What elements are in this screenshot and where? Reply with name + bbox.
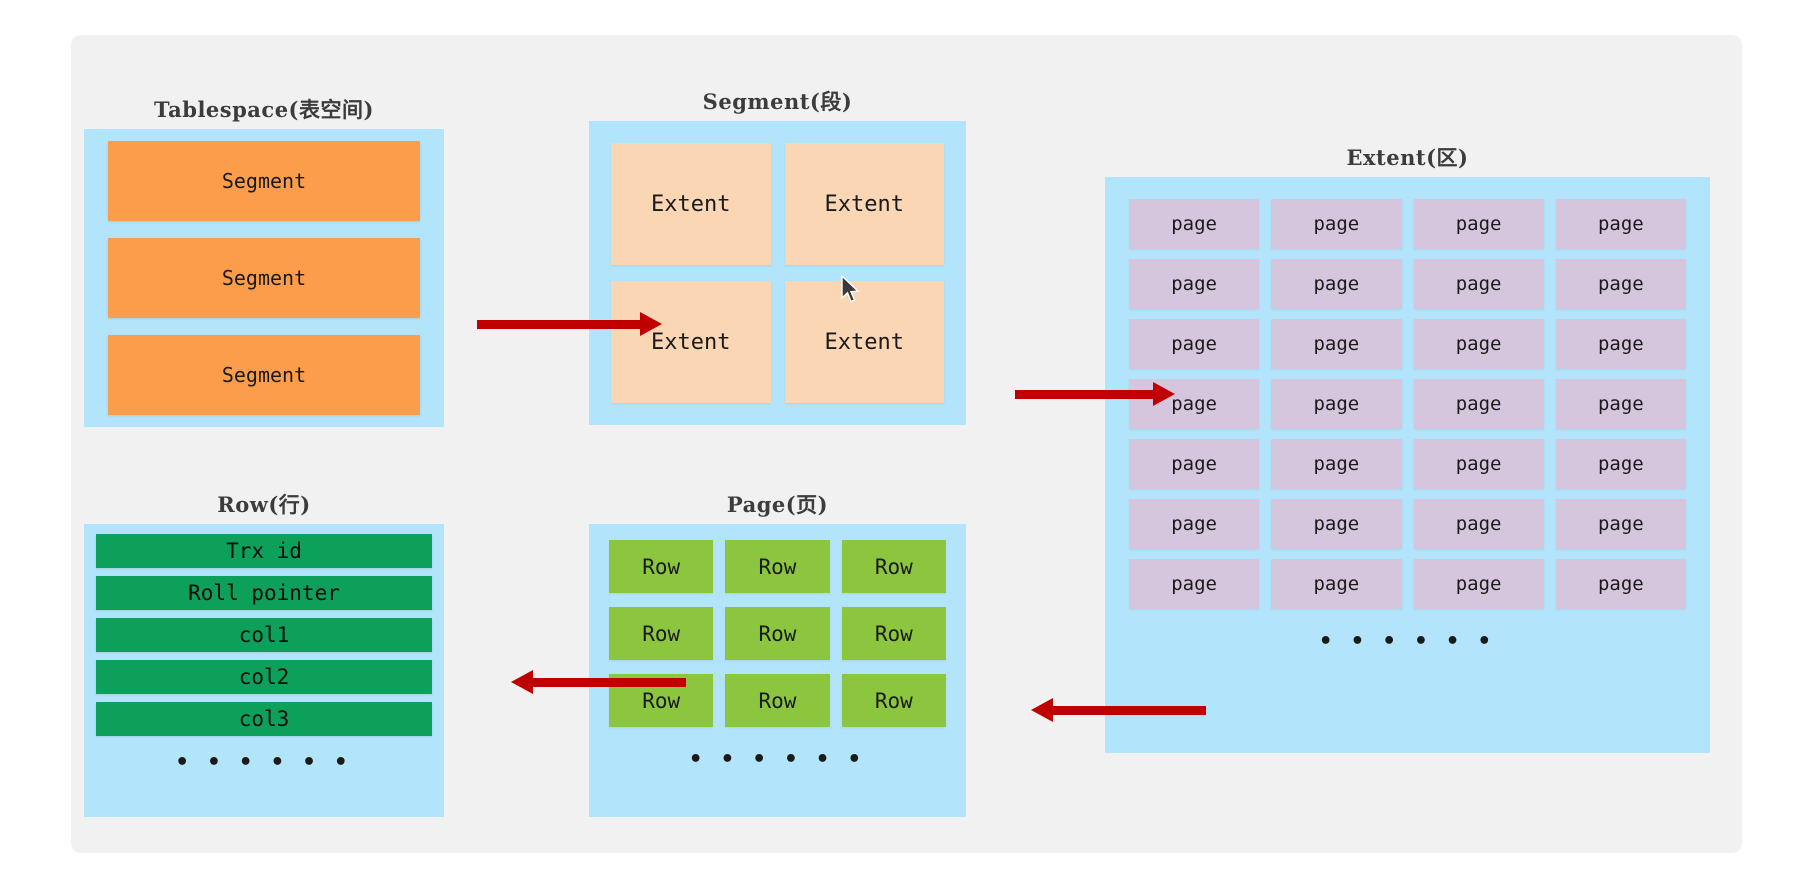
- page-cell[interactable]: page: [1129, 559, 1260, 609]
- page-cell[interactable]: page: [1413, 499, 1544, 549]
- page-cell[interactable]: page: [1129, 199, 1260, 249]
- row-field-cell[interactable]: Roll pointer: [96, 576, 432, 610]
- page-cell[interactable]: page: [1271, 259, 1402, 309]
- tablespace-box: Segment Segment Segment: [84, 129, 444, 427]
- page-cell[interactable]: page: [1413, 439, 1544, 489]
- row-field-cell[interactable]: col2: [96, 660, 432, 694]
- segment-box: Extent Extent Extent Extent: [589, 121, 966, 425]
- page-cell[interactable]: page: [1413, 319, 1544, 369]
- page-cell[interactable]: page: [1413, 199, 1544, 249]
- segment-panel-group: Segment(段) Extent Extent Extent Extent: [589, 89, 966, 425]
- row-cell[interactable]: Row: [725, 674, 830, 727]
- page-cell[interactable]: page: [1555, 259, 1686, 309]
- arrow-segment-to-extent: [1015, 382, 1175, 406]
- row-cell[interactable]: Row: [609, 607, 714, 660]
- page-cell[interactable]: page: [1129, 499, 1260, 549]
- page-cell[interactable]: page: [1271, 379, 1402, 429]
- arrow-head: [1153, 382, 1175, 406]
- row-cell[interactable]: Row: [841, 540, 946, 593]
- row-cell[interactable]: Row: [841, 607, 946, 660]
- page-cell[interactable]: page: [1271, 499, 1402, 549]
- extent-cell[interactable]: Extent: [784, 143, 944, 265]
- row-cell[interactable]: Row: [725, 540, 830, 593]
- segment-cell[interactable]: Segment: [108, 335, 420, 415]
- arrow-head: [640, 312, 662, 336]
- arrow-extent-to-page: [1031, 698, 1206, 722]
- page-cell[interactable]: page: [1129, 319, 1260, 369]
- row-panel-group: Row(行) Trx id Roll pointer col1 col2 col3 • …: [84, 492, 444, 817]
- page-ellipsis: • • • • • •: [688, 747, 867, 772]
- page-cell[interactable]: page: [1555, 199, 1686, 249]
- segment-title: Segment(段): [702, 89, 853, 114]
- arrow-head: [1031, 698, 1053, 722]
- page-cell[interactable]: page: [1129, 439, 1260, 489]
- row-ellipsis: • • • • • •: [175, 750, 353, 775]
- extent-ellipsis: • • • • • •: [1318, 629, 1497, 654]
- arrow-shaft: [531, 678, 686, 687]
- page-cell[interactable]: page: [1271, 199, 1402, 249]
- page-cell[interactable]: page: [1271, 559, 1402, 609]
- page-cell[interactable]: page: [1271, 439, 1402, 489]
- page-cell[interactable]: page: [1413, 559, 1544, 609]
- extent-title: Extent(区): [1346, 145, 1469, 170]
- arrow-tablespace-to-segment: [477, 312, 662, 336]
- row-field-list: Trx id Roll pointer col1 col2 col3: [96, 534, 432, 736]
- row-field-cell[interactable]: col1: [96, 618, 432, 652]
- row-box: Trx id Roll pointer col1 col2 col3 • • • • •…: [84, 524, 444, 817]
- segment-cell[interactable]: Segment: [108, 238, 420, 318]
- row-cell[interactable]: Row: [841, 674, 946, 727]
- row-field-cell[interactable]: col3: [96, 702, 432, 736]
- page-cell[interactable]: page: [1413, 259, 1544, 309]
- extent-cell[interactable]: Extent: [611, 281, 771, 403]
- page-cell[interactable]: page: [1271, 319, 1402, 369]
- page-cell[interactable]: page: [1129, 259, 1260, 309]
- tablespace-panel-group: Tablespace(表空间) Segment Segment Segment: [84, 97, 444, 427]
- page-cell[interactable]: page: [1555, 379, 1686, 429]
- diagram-canvas: Tablespace(表空间) Segment Segment Segment …: [71, 35, 1742, 853]
- extent-cell[interactable]: Extent: [784, 281, 944, 403]
- tablespace-title: Tablespace(表空间): [154, 97, 374, 122]
- row-cell[interactable]: Row: [725, 607, 830, 660]
- extent-cell[interactable]: Extent: [611, 143, 771, 265]
- arrow-page-to-row: [511, 670, 686, 694]
- arrow-shaft: [1015, 390, 1155, 399]
- row-field-cell[interactable]: Trx id: [96, 534, 432, 568]
- page-cell[interactable]: page: [1555, 559, 1686, 609]
- page-cell[interactable]: page: [1555, 319, 1686, 369]
- page-cell[interactable]: page: [1555, 439, 1686, 489]
- page-cell[interactable]: page: [1413, 379, 1544, 429]
- page-cell[interactable]: page: [1129, 379, 1260, 429]
- arrow-shaft: [477, 320, 642, 329]
- segment-cell[interactable]: Segment: [108, 141, 420, 221]
- row-title: Row(行): [217, 492, 311, 517]
- page-cell[interactable]: page: [1555, 499, 1686, 549]
- page-title: Page(页): [726, 492, 829, 517]
- row-cell[interactable]: Row: [609, 540, 714, 593]
- arrow-head: [511, 670, 533, 694]
- arrow-shaft: [1051, 706, 1206, 715]
